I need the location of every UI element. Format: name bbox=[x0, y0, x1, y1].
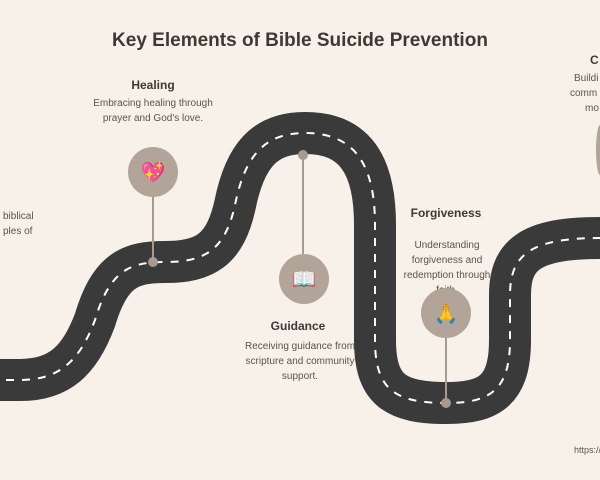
right-partial-line1: Buildi bbox=[574, 73, 599, 84]
sparkling-heart-icon: 💖 bbox=[128, 147, 178, 197]
right-partial-line3: mo bbox=[585, 103, 599, 114]
right-partial-line2: comm bbox=[570, 88, 598, 99]
milestone-healing-dot bbox=[148, 257, 158, 267]
left-partial-line1: biblical bbox=[3, 211, 34, 222]
milestone-guidance-dot bbox=[298, 150, 308, 160]
right-partial-title: C bbox=[590, 53, 599, 67]
left-partial-line2: ples of bbox=[3, 226, 33, 237]
right-partial-medal bbox=[596, 125, 600, 175]
open-book-icon: 📖 bbox=[279, 254, 329, 304]
milestone-forgiveness-dot bbox=[441, 398, 451, 408]
milestone-forgiveness-title: Forgiveness bbox=[410, 206, 482, 220]
footer-url[interactable]: https:// bbox=[574, 445, 600, 455]
milestone-healing-text: Embracing healing through prayer and God… bbox=[93, 98, 213, 124]
milestone-guidance-stem bbox=[302, 158, 304, 254]
page-title: Key Elements of Bible Suicide Prevention bbox=[112, 30, 488, 51]
milestone-healing-stem bbox=[152, 197, 154, 260]
milestone-healing-title: Healing bbox=[131, 78, 175, 92]
milestone-forgiveness-stem bbox=[445, 338, 447, 400]
milestone-guidance-text: Receiving guidance from scripture and co… bbox=[244, 341, 356, 382]
milestone-guidance-title: Guidance bbox=[270, 319, 326, 333]
praying-hands-icon: 🙏 bbox=[421, 288, 471, 338]
